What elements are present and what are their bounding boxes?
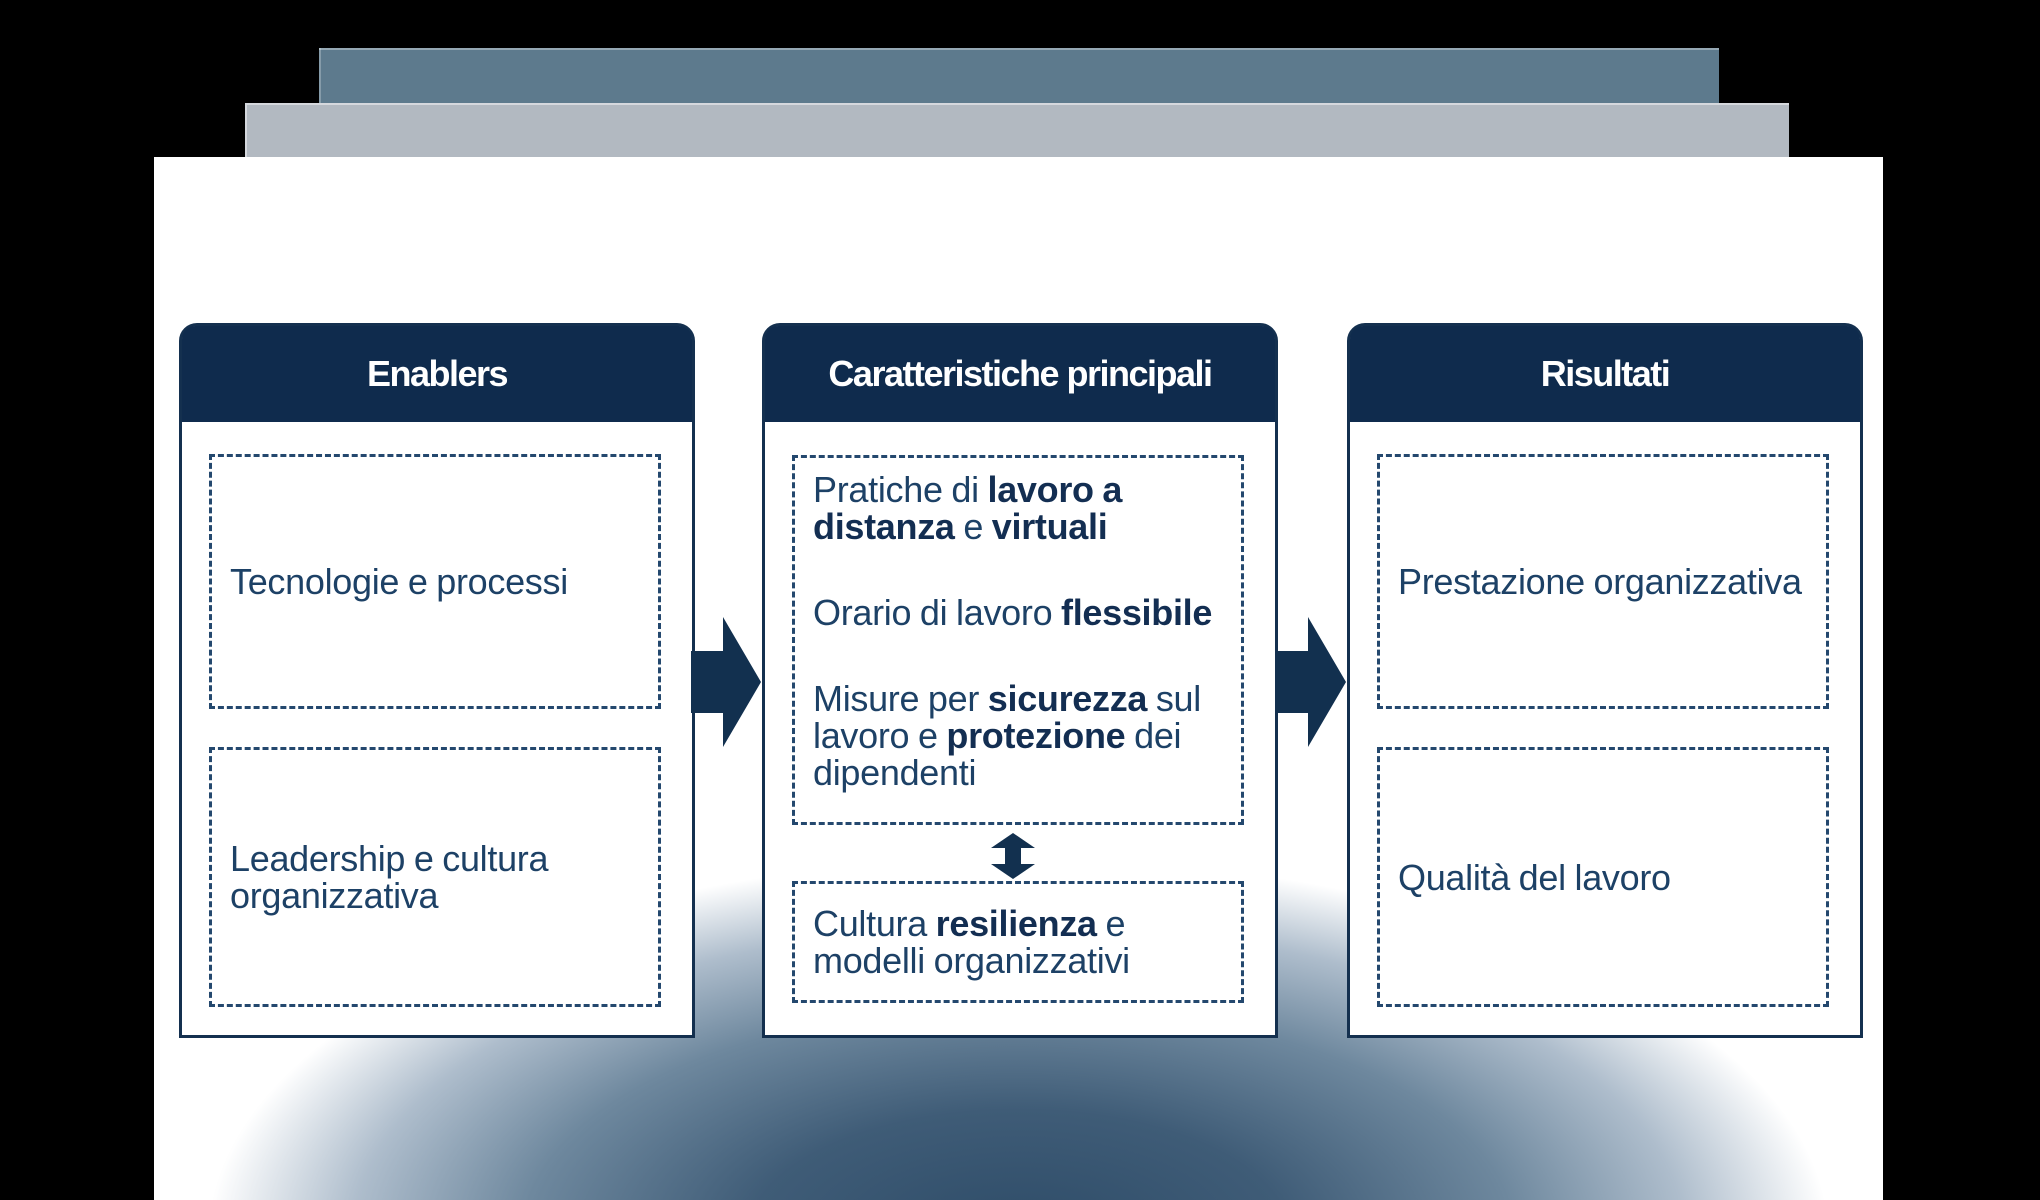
- body-paragraph: Tecnologie e processi: [230, 563, 640, 600]
- text-segment: Cultura: [813, 903, 936, 944]
- column-body: Pratiche di lavoro a distanza e virtuali…: [765, 422, 1275, 1035]
- text-segment: flessibile: [1061, 592, 1213, 633]
- column-header: Enablers: [182, 326, 692, 422]
- text-segment: sicurezza: [987, 678, 1148, 719]
- dashed-box-leadership: Leadership e cultura organizzativa: [209, 747, 661, 1007]
- text-segment: Orario di lavoro: [813, 592, 1061, 633]
- text-segment: lavoro a distanza: [813, 469, 1123, 547]
- dashed-box-cultura: Cultura resilienza e modelli organizzati…: [792, 881, 1244, 1003]
- text-segment: e: [954, 506, 992, 547]
- column-title: Enablers: [366, 353, 509, 394]
- body-paragraph: Qualità del lavoro: [1398, 859, 1808, 896]
- text-segment: sul lavoro e: [813, 678, 1201, 756]
- text-segment: Tecnologie e processi: [230, 561, 568, 602]
- text-segment: resilienza: [935, 903, 1097, 944]
- text-segment: Leadership e cultura organizzativa: [230, 838, 549, 916]
- arrow-right-icon: [1276, 617, 1346, 747]
- column-risultati: Risultati Prestazione organizzativa Qual…: [1347, 323, 1863, 1038]
- body-paragraph: Prestazione organizzativa: [1398, 563, 1808, 600]
- top-accent-bar: [319, 48, 1719, 104]
- dashed-box-tecnologie: Tecnologie e processi: [209, 454, 661, 709]
- column-header: Risultati: [1350, 326, 1860, 422]
- text-segment: e modelli organizzativi: [813, 903, 1130, 981]
- column-body: Tecnologie e processi Leadership e cultu…: [182, 422, 692, 1035]
- text-segment: Prestazione organizzativa: [1398, 561, 1802, 602]
- column-title: Risultati: [1540, 353, 1671, 394]
- arrow-right-icon: [691, 617, 761, 747]
- text-segment: protezione: [946, 715, 1126, 756]
- text-segment: Qualità del lavoro: [1398, 856, 1671, 898]
- slide-canvas: Enablers Tecnologie e processi Leadershi…: [154, 157, 1883, 1200]
- text-segment: Pratiche di: [813, 469, 988, 510]
- column-title: Caratteristiche principali: [828, 353, 1213, 394]
- body-paragraph: Pratiche di lavoro a distanza e virtuali: [813, 471, 1223, 545]
- dashed-box-qualita: Qualità del lavoro: [1377, 747, 1829, 1007]
- body-paragraph: Orario di lavoro flessibile: [813, 594, 1223, 631]
- body-paragraph: Cultura resilienza e modelli organizzati…: [813, 905, 1223, 979]
- dashed-box-pratiche: Pratiche di lavoro a distanza e virtuali…: [792, 455, 1244, 825]
- arrow-up-down-icon: [991, 833, 1035, 879]
- body-paragraph: Misure per sicurezza sul lavoro e protez…: [813, 680, 1223, 791]
- column-caratteristiche: Caratteristiche principali Pratiche di l…: [762, 323, 1278, 1038]
- text-segment: virtuali: [991, 506, 1108, 547]
- top-secondary-bar: [245, 103, 1789, 157]
- column-body: Prestazione organizzativa Qualità del la…: [1350, 422, 1860, 1035]
- dashed-box-prestazione: Prestazione organizzativa: [1377, 454, 1829, 709]
- text-segment: Misure per: [813, 678, 988, 719]
- column-header: Caratteristiche principali: [765, 326, 1275, 422]
- body-paragraph: Leadership e cultura organizzativa: [230, 840, 640, 914]
- column-enablers: Enablers Tecnologie e processi Leadershi…: [179, 323, 695, 1038]
- text-segment: dei dipendenti: [813, 715, 1182, 793]
